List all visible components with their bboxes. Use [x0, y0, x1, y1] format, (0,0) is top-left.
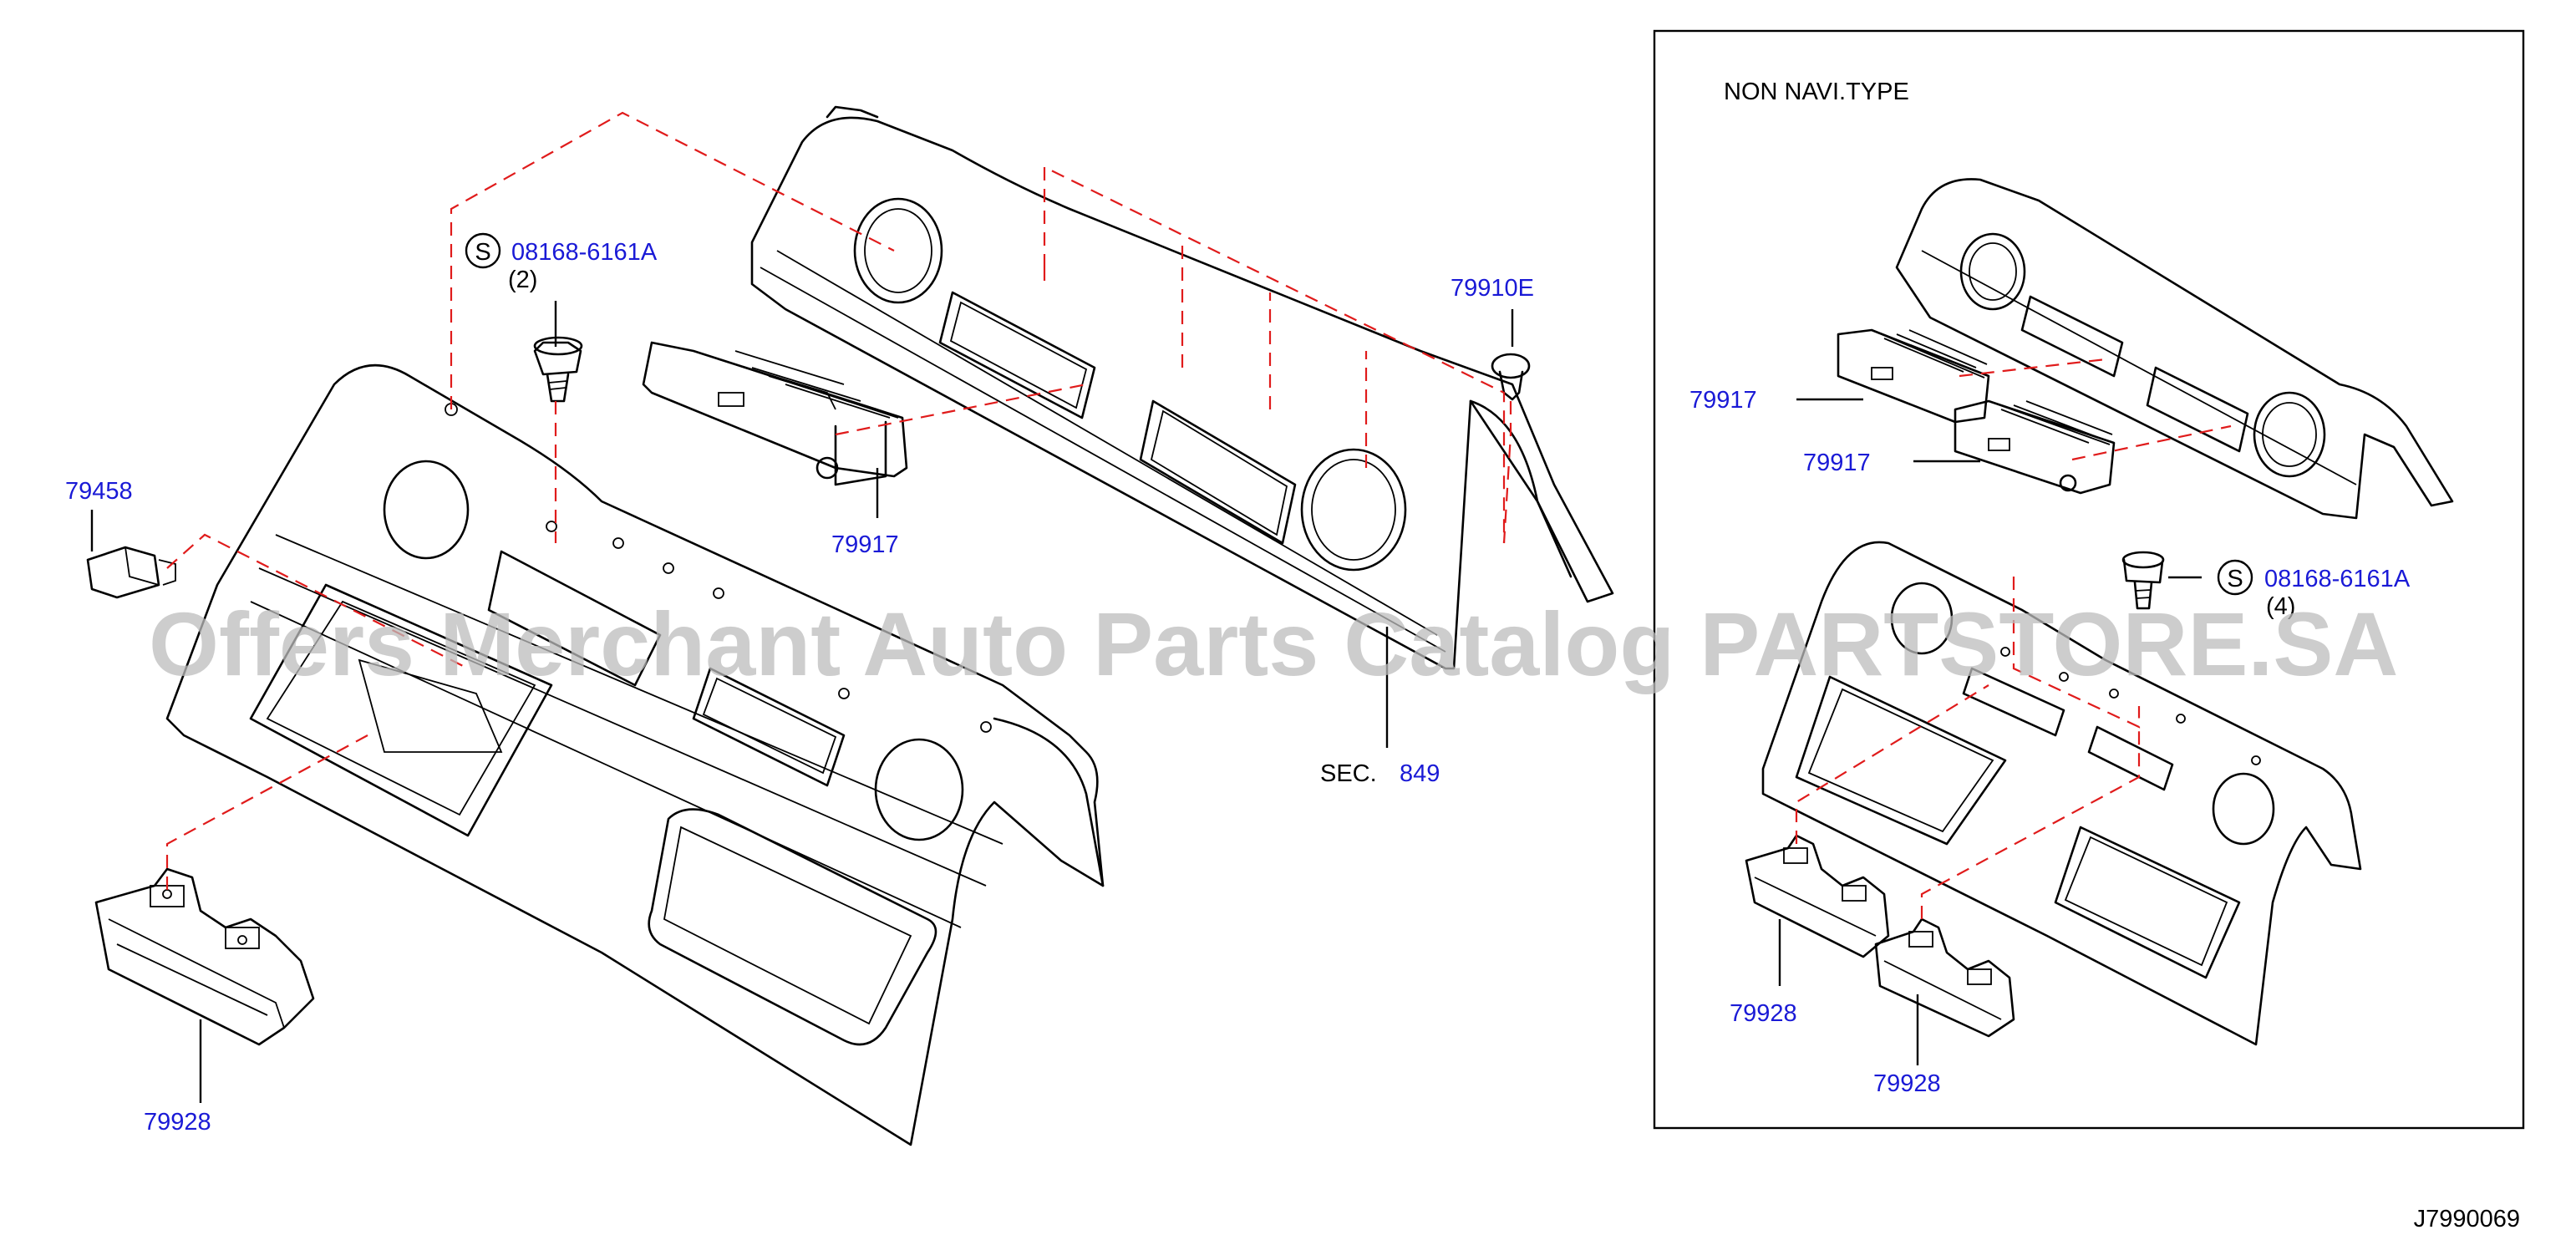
- inset-holder-b: [1874, 917, 2015, 1038]
- inset-speaker-b: [1954, 399, 2116, 495]
- clip-79910E: [1491, 353, 1531, 401]
- inset-lower-panel: [1761, 541, 2362, 1046]
- main-labels: S 08168-6161A (2) 79910E 79458 79917 799…: [65, 232, 1534, 1136]
- bracket-79458: [86, 546, 176, 599]
- inset-speaker-a: [1837, 328, 1990, 424]
- label-inset-speaker-b: 79917: [1803, 450, 1871, 476]
- label-bracket-part: 79458: [65, 478, 133, 505]
- screw-symbol-circle: [465, 232, 501, 269]
- speaker-79917: [642, 341, 908, 486]
- inset-title: NON NAVI.TYPE: [1724, 79, 1909, 105]
- label-clip-part: 79910E: [1451, 275, 1534, 302]
- inset-screw-symbol: S: [2227, 566, 2243, 592]
- inset-frame: [1653, 29, 2525, 1130]
- label-screw-qty: (2): [508, 267, 537, 293]
- inset-bolt: [2121, 551, 2165, 610]
- lower-finisher-panel: [165, 363, 1105, 1146]
- label-section-prefix: SEC.: [1320, 760, 1377, 787]
- inset-screw-symbol-circle: [2217, 559, 2253, 596]
- label-screw-part: 08168-6161A: [511, 239, 658, 266]
- assembly-lines: [165, 111, 1512, 890]
- screw-symbol: S: [475, 239, 490, 266]
- label-inset-screw-part: 08168-6161A: [2264, 566, 2411, 592]
- bolt-08168-6161A: [533, 336, 583, 403]
- label-speaker-part: 79917: [831, 531, 899, 558]
- label-inset-screw-qty: (4): [2266, 593, 2295, 620]
- label-section-number: 849: [1400, 760, 1440, 787]
- inset-upper-panel: [1895, 178, 2454, 520]
- inset-holder-a: [1745, 834, 1890, 958]
- diagram-code: J7990069: [2414, 1206, 2520, 1232]
- inset-non-navi: NON NAVI.TYPE: [1653, 29, 2525, 1130]
- label-inset-holder-a: 79928: [1730, 1000, 1797, 1027]
- label-inset-holder-b: 79928: [1873, 1070, 1941, 1097]
- watermark: Offers Merchant Auto Parts Catalog PARTS…: [149, 593, 2398, 694]
- main-leader-lines: [90, 301, 1514, 1103]
- holder-79928: [94, 867, 315, 1046]
- upper-finisher-panel: [750, 105, 1614, 670]
- label-holder-part: 79928: [144, 1109, 211, 1136]
- label-inset-speaker-a: 79917: [1689, 387, 1757, 414]
